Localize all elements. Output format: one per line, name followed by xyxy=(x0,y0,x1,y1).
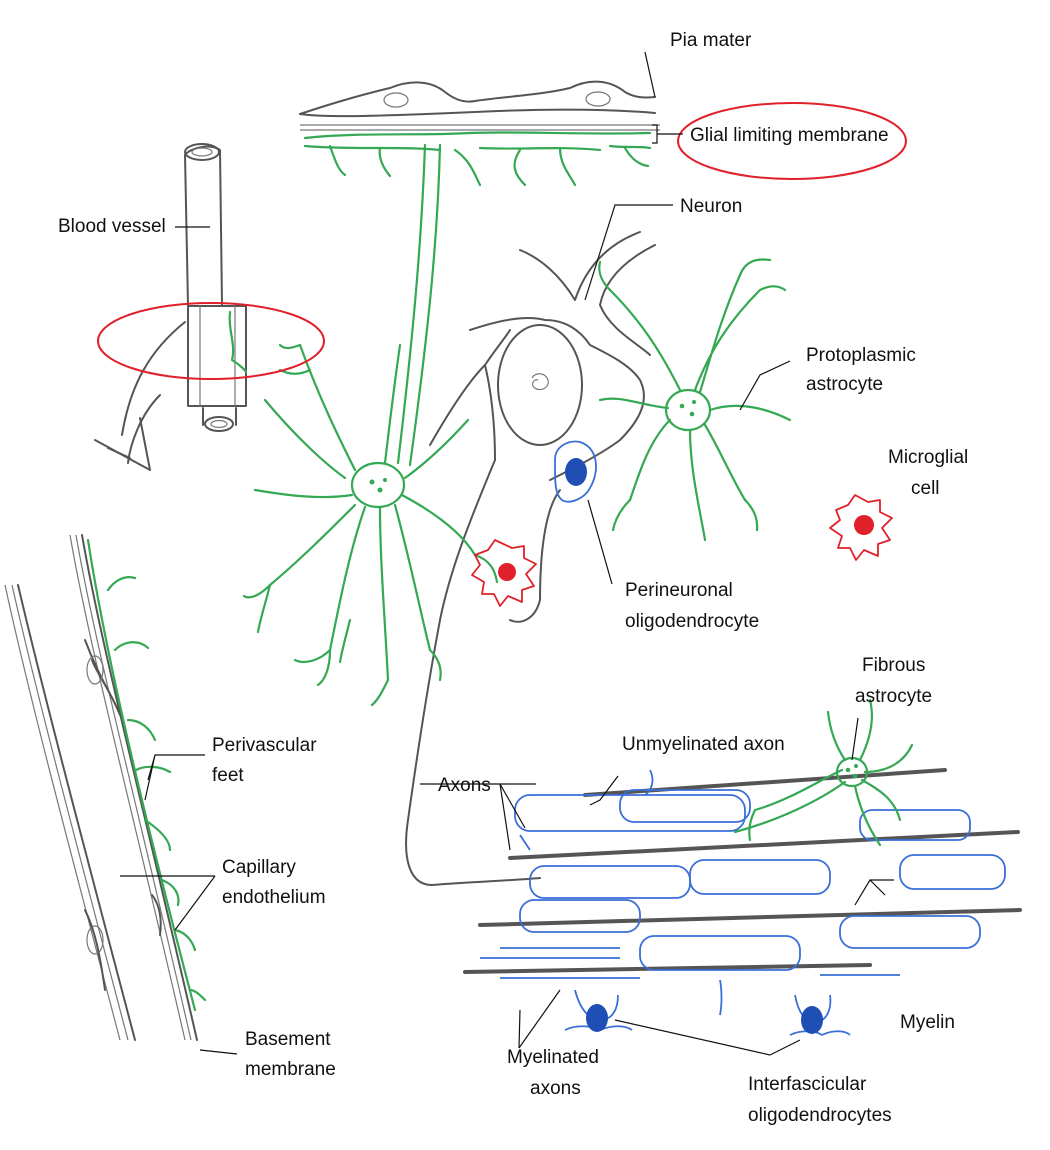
interfascicular-oligodendrocytes xyxy=(564,989,851,1036)
microglial-cell xyxy=(829,494,893,561)
label-microglial-line1: Microglial xyxy=(888,447,968,468)
label-capillary-line2: endothelium xyxy=(222,887,326,908)
label-perivascular-line2: feet xyxy=(212,765,244,786)
fiber-bundle xyxy=(463,768,1022,1016)
label-perineuronal-line2: oligodendrocyte xyxy=(625,611,759,632)
label-perivascular-line1: Perivascular xyxy=(212,735,317,756)
highlight-oval-glial-limiting-membrane xyxy=(677,102,907,180)
label-interfascicular-line1: Interfascicular xyxy=(748,1074,867,1095)
label-fibrous-line2: astrocyte xyxy=(855,686,932,707)
pia-mater-layer xyxy=(299,80,660,131)
label-protoplasmic-line1: Protoplasmic xyxy=(806,345,916,366)
label-microglial-line2: cell xyxy=(911,478,940,499)
label-myelinated-line1: Myelinated xyxy=(507,1047,599,1068)
label-unmyelinated-axon: Unmyelinated axon xyxy=(622,734,785,755)
label-basement-line2: membrane xyxy=(245,1059,336,1080)
capillary-enlarged xyxy=(4,534,198,1041)
perivascular-feet xyxy=(86,538,207,1012)
label-fibrous-line1: Fibrous xyxy=(862,655,925,676)
blood-vessel xyxy=(184,143,248,432)
label-capillary-line1: Capillary xyxy=(222,857,296,878)
microglia-near-neuron xyxy=(471,539,537,607)
astrocyte-large xyxy=(242,143,499,707)
neuron xyxy=(429,231,656,623)
label-protoplasmic-line2: astrocyte xyxy=(806,374,883,395)
leader-lines xyxy=(120,51,894,1056)
glial-limiting-membrane-feet xyxy=(303,131,652,187)
neuron-axon xyxy=(405,459,541,886)
protoplasmic-astrocyte xyxy=(598,258,792,542)
label-axons: Axons xyxy=(438,775,491,796)
label-neuron: Neuron xyxy=(680,196,742,217)
label-myelin: Myelin xyxy=(900,1012,955,1033)
label-interfascicular-line2: oligodendrocytes xyxy=(748,1105,892,1126)
perineuronal-oligodendrocyte xyxy=(554,440,597,503)
label-myelinated-line2: axons xyxy=(530,1078,581,1099)
magnify-arrow xyxy=(94,321,186,471)
label-glial-limiting-membrane: Glial limiting membrane xyxy=(690,125,889,146)
labels: Pia mater Glial limiting membrane Blood … xyxy=(58,30,968,1126)
label-perineuronal-line1: Perineuronal xyxy=(625,580,733,601)
highlight-oval-perivascular xyxy=(97,302,325,380)
label-pia-mater: Pia mater xyxy=(670,30,752,51)
label-basement-line1: Basement xyxy=(245,1029,331,1050)
label-blood-vessel: Blood vessel xyxy=(58,216,166,237)
